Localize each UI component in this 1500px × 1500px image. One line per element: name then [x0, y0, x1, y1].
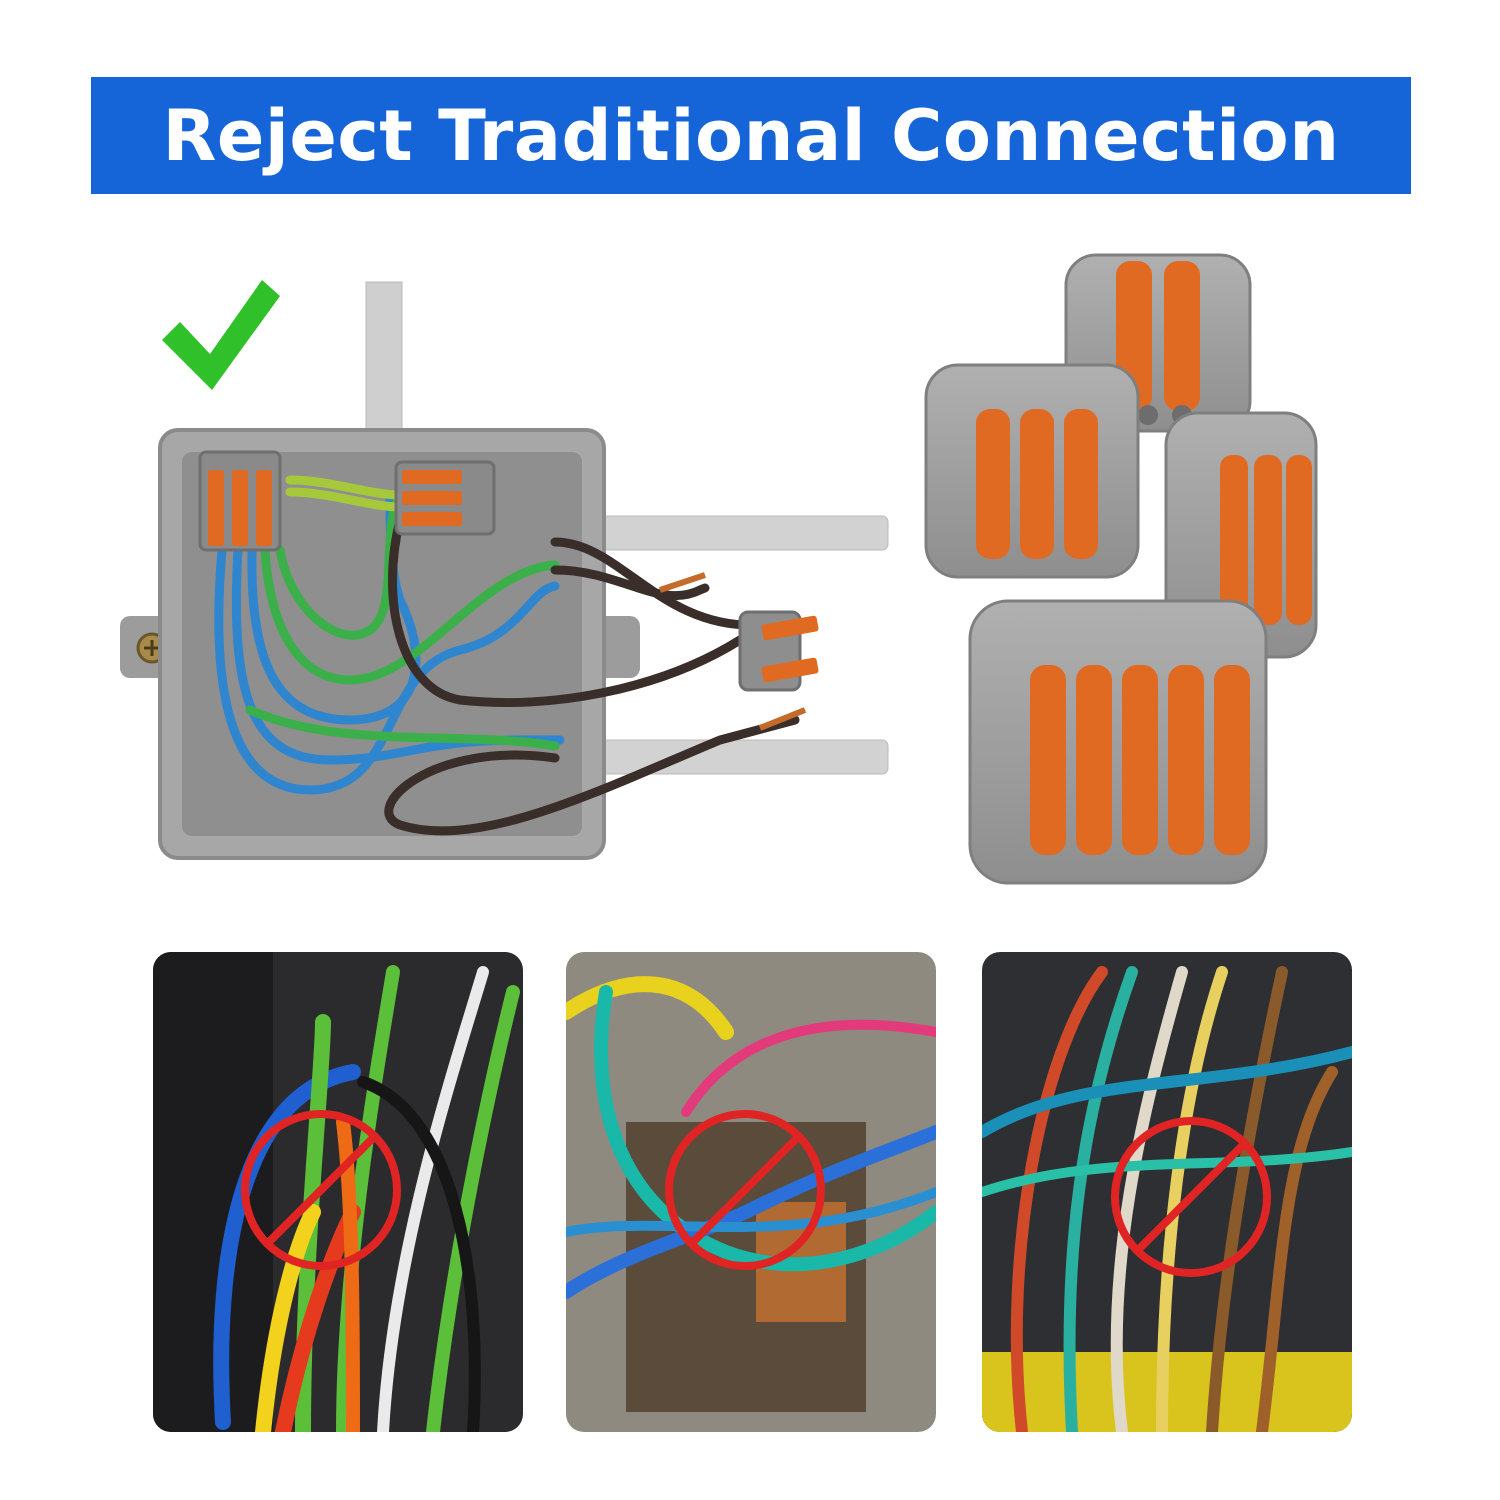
title-banner: Reject Traditional Connection — [91, 77, 1411, 194]
connector-products-group — [924, 253, 1318, 885]
prohibited-icon — [665, 1110, 825, 1270]
connector-3-way — [924, 363, 1140, 579]
connector-5-way — [968, 599, 1268, 885]
check-mark-icon — [162, 280, 280, 390]
prohibited-icon — [1111, 1117, 1271, 1277]
junction-box-illustration — [120, 281, 889, 860]
prohibited-icon — [241, 1110, 401, 1270]
banner-title: Reject Traditional Connection — [162, 94, 1340, 177]
connector-4-way — [1164, 411, 1318, 659]
messy-splice-photo-1 — [153, 952, 523, 1432]
messy-splice-photo-3 — [982, 952, 1352, 1432]
messy-splice-photo-2 — [566, 952, 936, 1432]
